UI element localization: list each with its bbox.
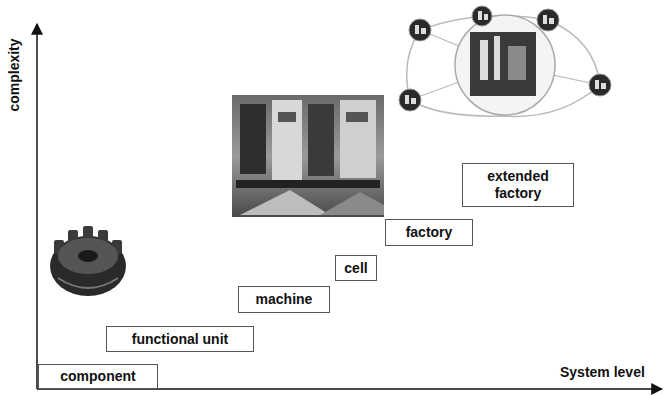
machine-photo xyxy=(232,95,384,217)
level-box: functional unit xyxy=(106,326,254,352)
level-label: extended factory xyxy=(472,168,564,202)
component-picture xyxy=(50,226,126,296)
level-label: factory xyxy=(406,224,453,241)
level-box: cell xyxy=(335,255,377,281)
level-label: component xyxy=(60,368,135,385)
axis-title-y: complexity xyxy=(6,38,22,111)
y-axis xyxy=(36,24,38,389)
level-box: factory xyxy=(385,219,473,246)
level-label: machine xyxy=(256,291,313,308)
level-label: functional unit xyxy=(132,331,228,348)
axis-title-x: System level xyxy=(560,364,645,380)
level-box: machine xyxy=(238,286,330,313)
level-label: cell xyxy=(344,260,367,277)
level-box: component xyxy=(38,364,158,389)
level-box: extended factory xyxy=(462,163,574,207)
factory-network xyxy=(399,6,611,116)
